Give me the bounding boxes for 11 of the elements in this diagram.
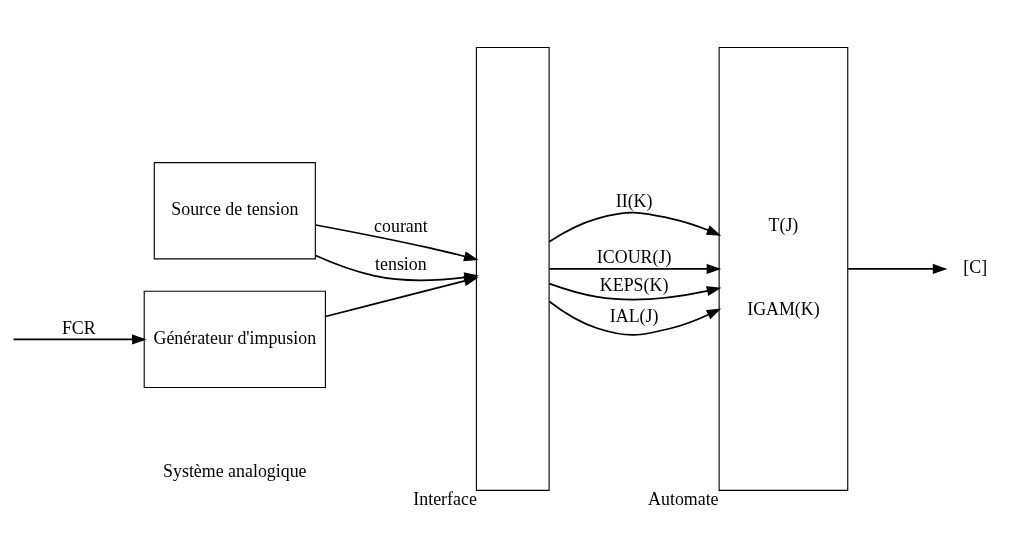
edge-label: ICOUR(J)	[596, 246, 672, 267]
label: Système analogique	[163, 460, 307, 481]
edge-label: FCR	[61, 317, 96, 338]
edge-label: KEPS(K)	[599, 274, 669, 295]
edge-label: IAL(J)	[609, 305, 659, 326]
node-text: [C]	[963, 256, 988, 277]
edge-label: courant	[374, 215, 428, 236]
edge-label: II(K)	[615, 190, 653, 211]
node-label: Automate	[648, 488, 719, 509]
node-label: Interface	[413, 488, 477, 509]
edge-label: tension	[375, 253, 427, 274]
